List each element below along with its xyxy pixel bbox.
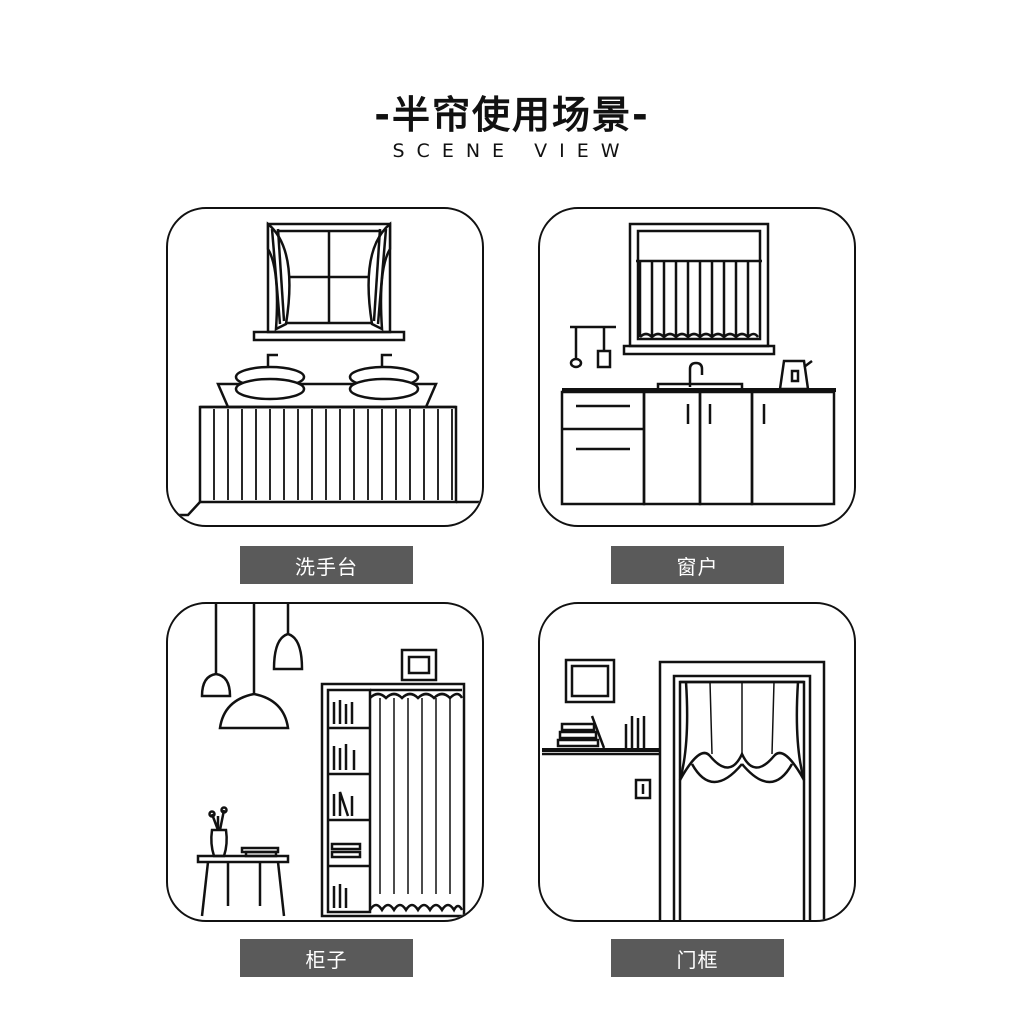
scene-label-doorframe: 门框 [611, 939, 784, 977]
washbasin-illustration [168, 221, 482, 517]
scene-label-washbasin: 洗手台 [240, 546, 413, 584]
cabinet-illustration [196, 604, 466, 918]
scene-label-cabinet: 柜子 [240, 939, 413, 977]
doorframe-illustration [542, 658, 826, 920]
kitchen-window-illustration [560, 222, 836, 506]
page-title: -半帘使用场景- [374, 93, 650, 137]
scene-label-window: 窗户 [611, 546, 784, 584]
page-subtitle: SCENE VIEW [392, 140, 632, 162]
scene-card-doorframe[interactable] [538, 602, 856, 922]
scene-card-cabinet[interactable] [166, 602, 484, 922]
scene-card-washbasin[interactable] [166, 207, 484, 527]
scene-card-window[interactable] [538, 207, 856, 527]
